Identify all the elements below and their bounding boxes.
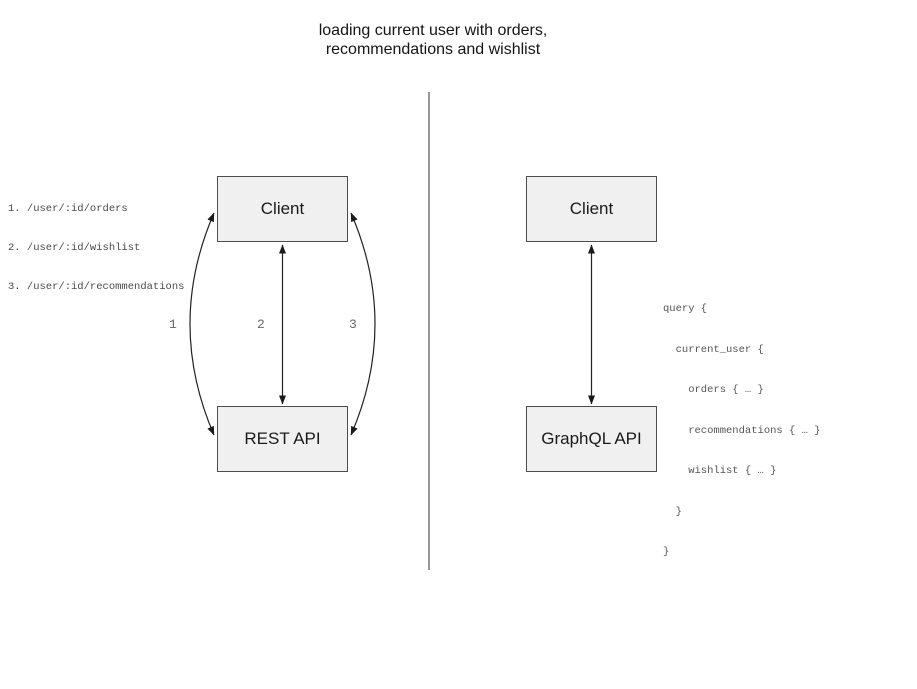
query-line-6: }: [663, 505, 682, 518]
query-line-4: recommendations { … }: [663, 424, 821, 437]
query-line-7: }: [663, 546, 670, 558]
query-line-3: orders { … }: [663, 384, 764, 396]
client-box-left-label: Client: [260, 199, 305, 218]
client-box-right-label: Client: [569, 199, 614, 218]
rest-api-box-label: REST API: [244, 429, 321, 448]
title-line-1: loading current user with orders,: [318, 22, 548, 39]
client-box-left: Client: [217, 176, 348, 242]
diagram-title: loading current user with orders, recomm…: [0, 21, 866, 59]
rest-arrow-1-curve: [189, 212, 215, 436]
endpoint-recommendations: 3. /user/:id/recommendations: [8, 281, 185, 293]
endpoint-orders: 1. /user/:id/orders: [8, 203, 128, 215]
endpoint-wishlist: 2. /user/:id/wishlist: [8, 242, 141, 254]
graphql-query-snippet: query { current_user { orders { … } reco…: [663, 276, 821, 587]
rest-api-box: REST API: [217, 406, 348, 472]
query-line-1: query {: [663, 303, 708, 315]
query-line-2: current_user {: [663, 343, 764, 356]
arrow-label-1: 1: [169, 317, 177, 332]
title-line-2: recommendations and wishlist: [325, 41, 541, 58]
rest-endpoints-list: 1. /user/:id/orders 2. /user/:id/wishlis…: [8, 177, 184, 320]
graphql-api-box-label: GraphQL API: [541, 429, 642, 448]
arrow-label-3: 3: [349, 317, 357, 332]
client-box-right: Client: [526, 176, 657, 242]
arrow-label-2: 2: [257, 317, 265, 332]
graphql-api-box: GraphQL API: [526, 406, 657, 472]
query-line-5: wishlist { … }: [663, 465, 777, 477]
rest-arrow-3-curve: [350, 212, 376, 436]
